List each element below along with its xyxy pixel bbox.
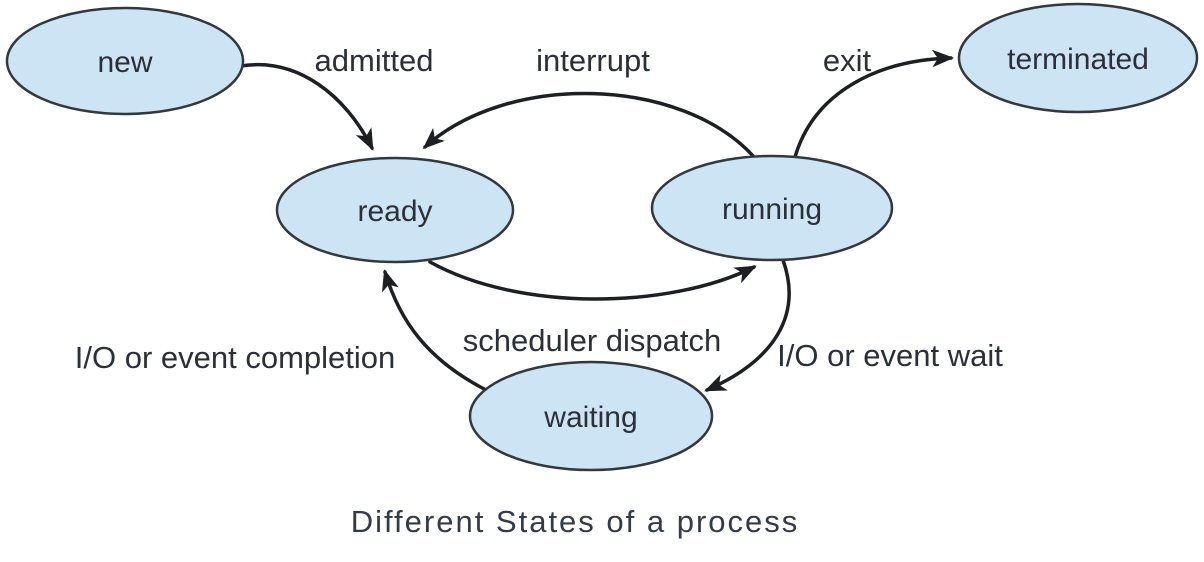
edge-label-admitted: admitted [315, 43, 434, 78]
edge-interrupt [422, 91, 757, 160]
edges [239, 49, 955, 392]
state-label-running: running [722, 193, 822, 226]
edge-admitted [239, 63, 374, 151]
state-label-ready: ready [357, 195, 432, 228]
state-node-waiting: waiting [468, 360, 714, 472]
state-label-new: new [97, 46, 152, 79]
state-shape-terminated [957, 2, 1199, 114]
edge-label-interrupt: interrupt [536, 43, 650, 78]
state-node-ready: ready [275, 156, 515, 264]
edge-labels: admitted interrupt exit scheduler dispat… [75, 43, 1003, 375]
state-node-new: new [5, 6, 245, 116]
state-shape-waiting [468, 360, 714, 472]
state-shape-running [650, 154, 894, 262]
diagram-caption: Different States of a process [351, 504, 800, 539]
edge-exit [793, 49, 955, 159]
state-node-terminated: terminated [957, 2, 1199, 114]
state-shape-new [5, 6, 245, 116]
edge-label-io-event-completion: I/O or event completion [75, 340, 396, 375]
edge-io-event-wait [704, 258, 791, 392]
edge-scheduler-dispatch [428, 260, 757, 301]
state-shape-ready [275, 156, 515, 264]
edge-io-event-completion [382, 269, 488, 392]
state-label-waiting: waiting [543, 401, 637, 434]
edge-label-io-event-wait: I/O or event wait [777, 338, 1003, 373]
edge-label-exit: exit [823, 43, 872, 78]
edge-label-scheduler-dispatch: scheduler dispatch [463, 323, 722, 358]
state-label-terminated: terminated [1007, 43, 1149, 76]
state-node-running: running [650, 154, 894, 262]
